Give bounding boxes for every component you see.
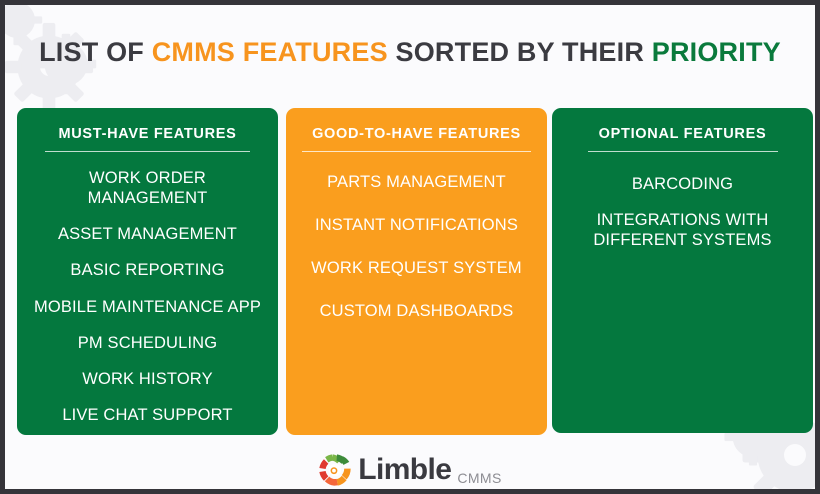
list-item: WORK REQUEST SYSTEM [311,259,522,278]
feature-list-optional: BARCODING INTEGRATIONS WITH DIFFERENT SY… [562,174,803,250]
panel-heading-must-have: MUST-HAVE FEATURES [45,122,250,152]
list-item: MOBILE MAINTENANCE APP [33,297,262,316]
list-item: CUSTOM DASHBOARDS [319,302,514,321]
feature-panels: MUST-HAVE FEATURES WORK ORDER MANAGEMENT… [17,108,813,435]
title-accent-cmms-features: CMMS FEATURES [151,37,388,67]
panel-good-to-have-features: GOOD-TO-HAVE FEATURES PARTS MANAGEMENT I… [286,108,547,435]
panel-heading-good-to-have: GOOD-TO-HAVE FEATURES [302,122,531,152]
feature-list-good-to-have: PARTS MANAGEMENT INSTANT NOTIFICATIONS W… [296,172,537,322]
list-item: WORK HISTORY [82,369,213,388]
logo-wordmark: Limble [358,453,452,486]
title-part-2: SORTED BY THEIR [387,37,652,67]
list-item: LIVE CHAT SUPPORT [62,405,233,424]
title-accent-priority: PRIORITY [651,37,781,67]
title-part-1: LIST OF [39,37,152,67]
multicolor-gear-icon [319,454,351,486]
list-item: WORK ORDER MANAGEMENT [87,169,208,208]
feature-list-must-have: WORK ORDER MANAGEMENT ASSET MANAGEMENT B… [27,168,268,425]
list-item: PM SCHEDULING [77,333,218,352]
logo-subtext: CMMS [457,470,502,486]
list-item: BARCODING [631,175,734,193]
limble-cmms-logo: Limble CMMS [5,453,815,487]
list-item: PARTS MANAGEMENT [327,173,506,191]
panel-must-have-features: MUST-HAVE FEATURES WORK ORDER MANAGEMENT… [17,108,278,435]
list-item: BASIC REPORTING [70,261,225,280]
page-title: LIST OF CMMS FEATURES SORTED BY THEIR PR… [5,37,815,68]
list-item: ASSET MANAGEMENT [57,225,238,244]
list-item: INTEGRATIONS WITH DIFFERENT SYSTEMS [593,211,772,250]
panel-heading-optional: OPTIONAL FEATURES [587,122,778,152]
panel-optional-features: OPTIONAL FEATURES BARCODING INTEGRATIONS… [552,108,813,433]
list-item: INSTANT NOTIFICATIONS [315,216,518,235]
